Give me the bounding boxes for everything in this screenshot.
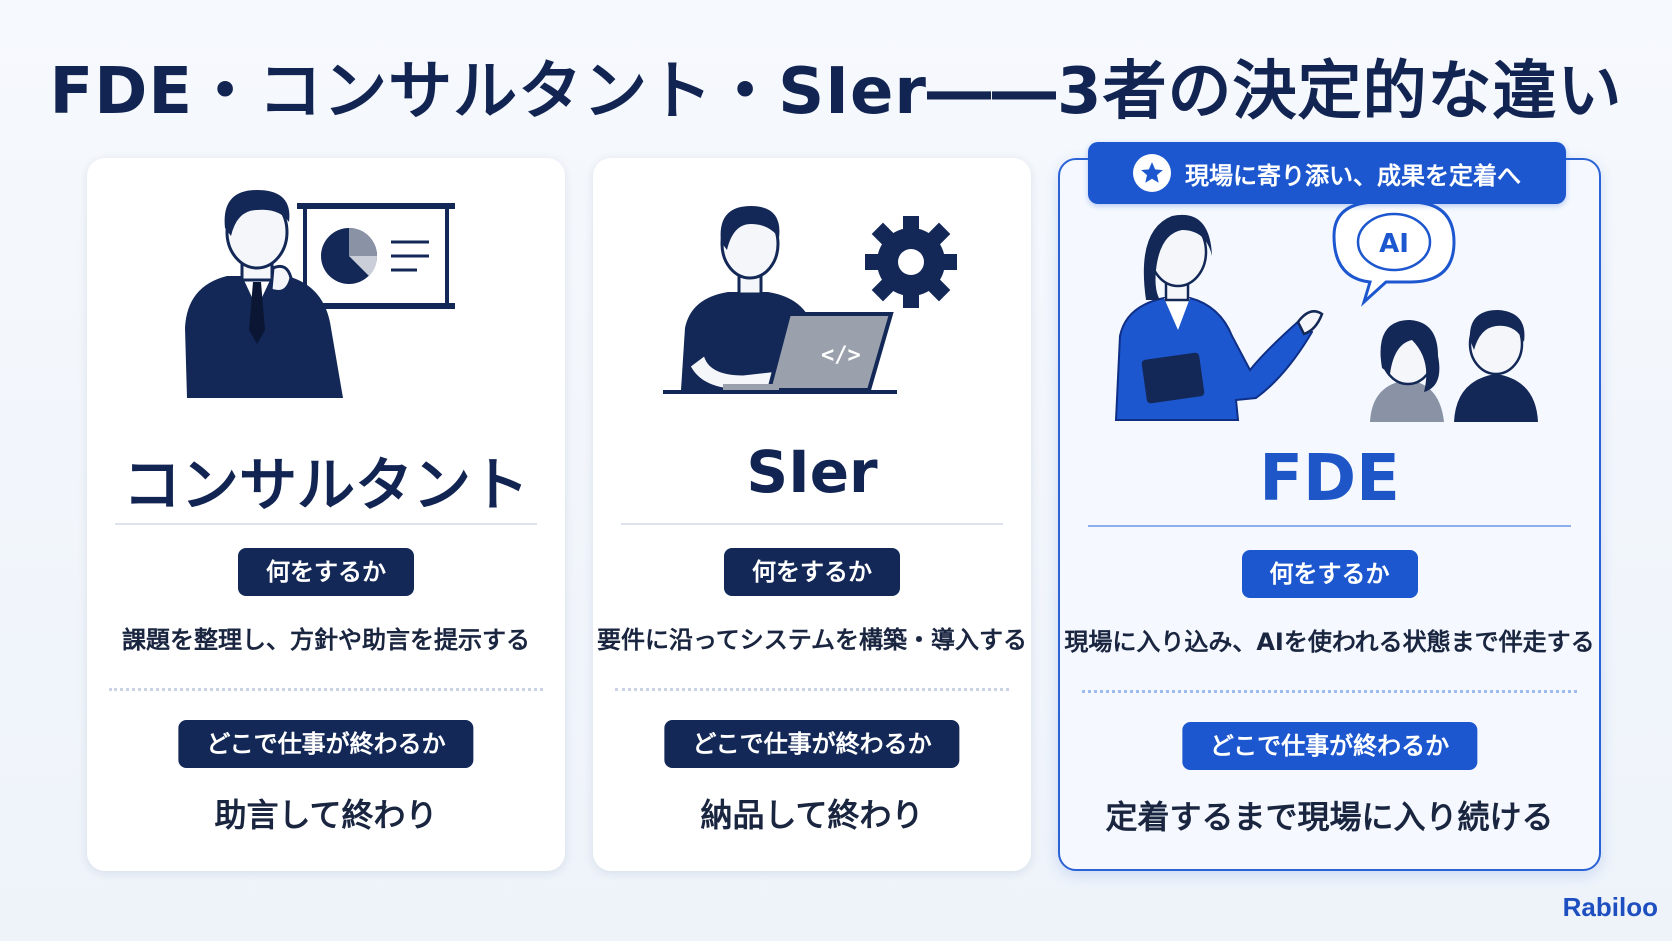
audience-people-icon	[1370, 310, 1538, 422]
brand-logo: Rabiloo	[1562, 892, 1658, 922]
what-label: 何をするか	[1241, 550, 1418, 598]
consultant-person-icon	[185, 190, 343, 398]
where-text: 納品して終わり	[700, 796, 924, 834]
highlight-badge: 現場に寄り添い、成果を定着へ	[1088, 142, 1566, 204]
gear-icon	[865, 216, 957, 308]
what-label: 何をするか	[238, 548, 414, 596]
role-name-consultant: コンサルタント	[122, 451, 529, 519]
fde-illustration: AI	[1114, 200, 1538, 422]
presentation-board-icon	[297, 203, 455, 309]
dotted-divider	[1082, 690, 1577, 693]
card-fde: AI FDE 何をするか 現場に入り込み、AIを使われる状態まで伴走する どこで…	[1058, 158, 1601, 871]
what-text: 要件に沿ってシステムを構築・導入する	[596, 626, 1028, 654]
dotted-divider	[615, 688, 1009, 691]
highlight-badge-text: 現場に寄り添い、成果を定着へ	[1185, 161, 1521, 190]
star-icon	[1133, 154, 1171, 192]
what-text: 現場に入り込み、AIを使われる状態まで伴走する	[1064, 628, 1595, 656]
where-label: どこで仕事が終わるか	[178, 720, 474, 768]
where-label: どこで仕事が終わるか	[664, 720, 960, 768]
role-name-fde: FDE	[1259, 442, 1400, 516]
role-name-sier: SIer	[746, 438, 878, 506]
where-text: 助言して終わり	[214, 796, 438, 834]
consultant-illustration	[185, 190, 455, 398]
laptop-icon: </>	[663, 312, 897, 394]
where-text: 定着するまで現場に入り続ける	[1105, 798, 1554, 836]
sier-illustration: </>	[663, 206, 957, 394]
where-label: どこで仕事が終わるか	[1181, 722, 1478, 770]
what-text: 課題を整理し、方針や助言を提示する	[122, 626, 530, 654]
fde-person-icon	[1114, 214, 1324, 421]
page-title: FDE・コンサルタント・SIer――3者の決定的な違い	[49, 55, 1623, 129]
card-consultant: コンサルタント 何をするか 課題を整理し、方針や助言を提示する どこで仕事が終わ…	[87, 158, 565, 871]
what-label: 何をするか	[724, 548, 900, 596]
card-divider	[1088, 525, 1571, 527]
bubble-text: AI	[1379, 229, 1409, 259]
card-divider	[621, 523, 1003, 525]
card-sier: </> SIer 何をするか 要件に沿ってシステムを構築・導入する どこで仕事が…	[593, 158, 1031, 871]
svg-text:</>: </>	[821, 343, 861, 368]
dotted-divider	[109, 688, 543, 691]
ai-speech-bubble-icon: AI	[1332, 200, 1456, 307]
card-divider	[115, 523, 537, 525]
